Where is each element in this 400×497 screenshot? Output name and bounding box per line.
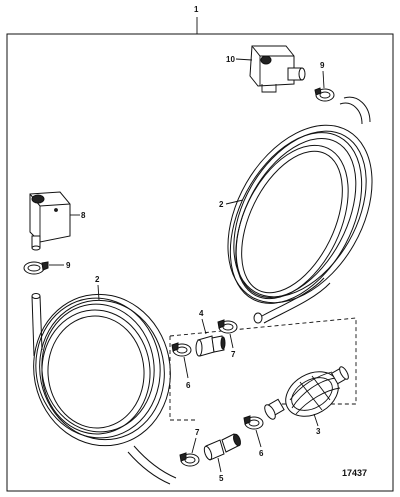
figure-number: 17437 (342, 468, 367, 478)
leader-clamp-upper-right (229, 333, 234, 349)
callout-clamp-upper-left: 6 (186, 381, 191, 390)
leader-fitting-upper (201, 318, 207, 335)
primer-bulb (264, 366, 349, 420)
fuel-hose-left (31, 293, 177, 485)
callout-hose-right: 2 (219, 200, 224, 209)
leader-primer-bulb (313, 413, 319, 427)
callout-clamp-lower-right: 6 (259, 449, 264, 458)
hose-fitting-upper (195, 335, 226, 357)
hose-clamp-left (23, 261, 49, 275)
leader-hose-clamp-top (322, 70, 325, 89)
figure-border (6, 33, 394, 492)
hose-clamp-lower-left (179, 452, 200, 467)
callout-clamp-lower-left: 7 (195, 428, 200, 437)
callout-hose-left: 2 (95, 275, 100, 284)
callout-fuel-connector-left: 8 (81, 211, 86, 220)
leader-clamp-lower-left (191, 437, 197, 454)
leader-clamp-upper-left (183, 356, 189, 379)
callout-fuel-connector-top: 10 (226, 55, 235, 64)
callout-hose-clamp-left: 9 (66, 261, 71, 270)
leader-fitting-lower (217, 457, 222, 473)
leader-hose-right (225, 199, 244, 205)
hose-clamp-upper-left (171, 342, 192, 357)
hose-clamp-top (314, 87, 335, 102)
hose-fitting-lower (203, 433, 241, 461)
callout-hose-clamp-top: 9 (320, 61, 325, 70)
callout-fitting-lower: 5 (219, 474, 224, 483)
fuel-connector-top (249, 45, 306, 93)
callout-fitting-upper: 4 (199, 309, 204, 318)
callout-clamp-upper-right: 7 (231, 350, 236, 359)
leader-clamp-lower-right (255, 429, 262, 448)
leader-hose-left (97, 284, 100, 301)
callout-assembly: 1 (194, 5, 199, 14)
fuel-connector-left (29, 191, 71, 251)
callout-primer-bulb: 3 (316, 427, 321, 436)
leader-fuel-connector-top (235, 58, 253, 61)
hose-clamp-upper-right (217, 319, 238, 334)
fuel-hose-right (227, 96, 373, 324)
hose-clamp-lower-right (243, 415, 264, 430)
